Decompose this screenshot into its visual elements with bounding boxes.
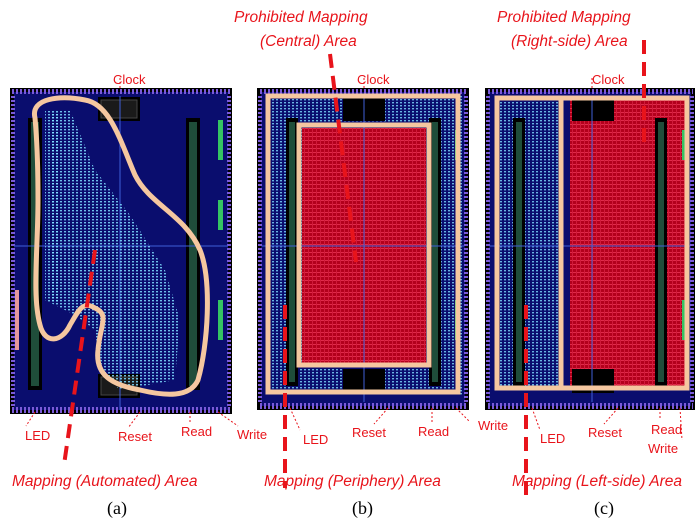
panel-a-mapping-outline bbox=[32, 95, 210, 397]
panel-a-led-leader bbox=[25, 411, 36, 427]
panel-c-top-annotation-line2: (Right-side) Area bbox=[511, 33, 628, 50]
panel-a-read-label: Read bbox=[181, 424, 213, 439]
panel-b-led-label: LED bbox=[303, 432, 329, 447]
panel-b-write-label: Write bbox=[478, 418, 509, 433]
panel-a-reset-label: Reset bbox=[118, 429, 152, 444]
panel-b-caption: (b) bbox=[352, 498, 373, 518]
panel-b-top-annotation-line1: Prohibited Mapping bbox=[234, 9, 368, 26]
panel-c-bottom-annotation: Mapping (Left-side) Area bbox=[512, 473, 683, 490]
panel-b-led-leader bbox=[289, 407, 301, 431]
panel-a-led-label: LED bbox=[25, 428, 51, 443]
panel-b-top-annotation-line2: (Central) Area bbox=[260, 33, 357, 50]
panel-c-caption: (c) bbox=[594, 498, 614, 518]
panel-b-write-leader bbox=[455, 407, 471, 423]
panel-c-led-leader bbox=[531, 407, 541, 431]
panel-c-reset-leader bbox=[603, 407, 619, 425]
panel-b-central-outline bbox=[296, 122, 432, 368]
panel-a-caption: (a) bbox=[107, 498, 127, 518]
panel-a-clock-label: Clock bbox=[113, 72, 146, 87]
panel-c-write-leader bbox=[679, 407, 683, 441]
panel-a-reset-leader bbox=[127, 411, 141, 429]
panel-c-clock-label: Clock bbox=[592, 72, 625, 87]
panel-c-right-outline bbox=[558, 95, 690, 391]
panel-a-dashed-arrow bbox=[62, 249, 97, 466]
panel-c-read-label: Read bbox=[651, 422, 683, 437]
panel-b-periphery-outline bbox=[265, 93, 461, 395]
panel-b-reset-label: Reset bbox=[352, 425, 386, 440]
panel-b-dashed-arrow-top bbox=[328, 53, 358, 263]
panel-b-read-label: Read bbox=[418, 424, 450, 439]
panel-a-write-leader bbox=[217, 411, 239, 427]
panel-b-reset-leader bbox=[373, 407, 389, 425]
panel-a-bottom-annotation: Mapping (Automated) Area bbox=[12, 473, 198, 490]
panel-c-die bbox=[485, 88, 695, 410]
panel-c-write-label: Write bbox=[648, 441, 679, 456]
panel-c-led-label: LED bbox=[540, 431, 566, 446]
panel-a-write-label: Write bbox=[237, 427, 268, 442]
panel-b-clock-label: Clock bbox=[357, 72, 390, 87]
panel-c-reset-label: Reset bbox=[588, 425, 622, 440]
panel-b-die bbox=[257, 88, 469, 410]
panel-c-top-annotation-line1: Prohibited Mapping bbox=[497, 9, 631, 26]
panel-b-bottom-annotation: Mapping (Periphery) Area bbox=[264, 473, 441, 490]
